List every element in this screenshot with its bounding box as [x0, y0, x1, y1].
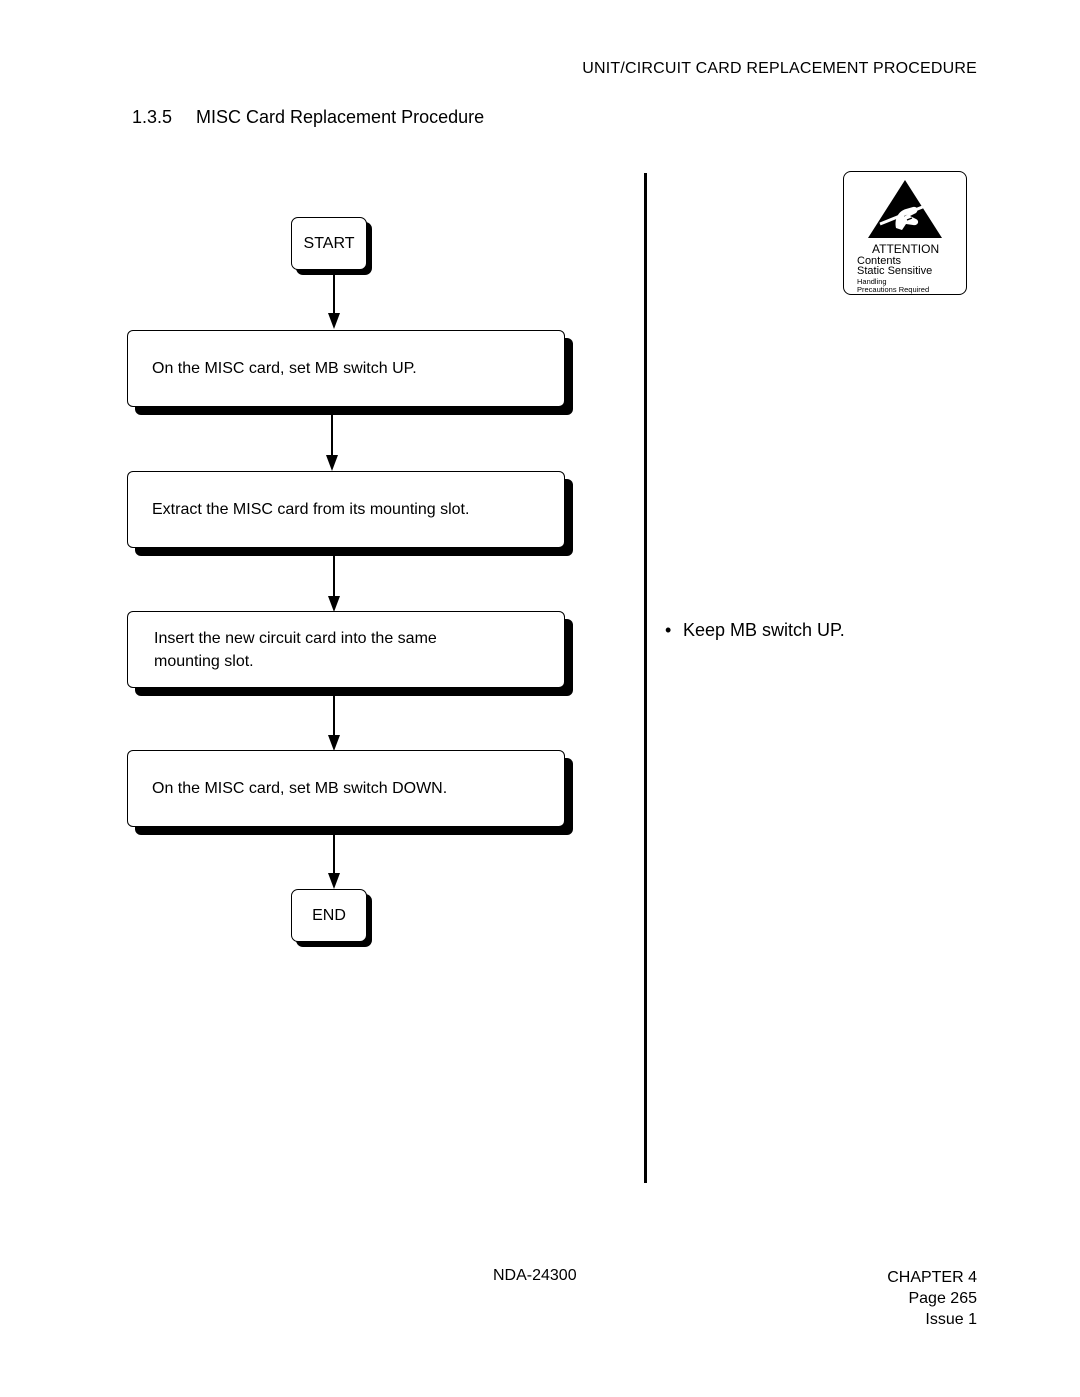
- connector-line: [331, 415, 333, 455]
- step-box-4: On the MISC card, set MB switch DOWN.: [127, 750, 565, 827]
- step-box-3: Insert the new circuit card into the sam…: [127, 611, 565, 688]
- attention-title: ATTENTION: [872, 242, 940, 256]
- step-box-1: On the MISC card, set MB switch UP.: [127, 330, 565, 407]
- step-text: Insert the new circuit card into the sam…: [154, 629, 437, 670]
- attention-line-1: Contents: [857, 255, 902, 267]
- arrow-down-icon: [328, 313, 340, 329]
- esd-warning-icon: [868, 180, 942, 238]
- arrow-down-icon: [326, 455, 338, 471]
- arrow-down-icon: [328, 596, 340, 612]
- section-number: 1.3.5: [132, 107, 173, 127]
- attention-line-4: Precautions Required: [857, 285, 930, 294]
- note-text: Keep MB switch UP.: [683, 620, 845, 640]
- attention-label: ATTENTION Contents Static Sensitive Hand…: [843, 171, 967, 295]
- bullet-icon: •: [665, 620, 672, 640]
- arrow-down-icon: [328, 873, 340, 889]
- start-terminal: START: [291, 217, 367, 270]
- document-number: NDA-24300: [493, 1267, 577, 1284]
- footer-page-info: CHAPTER 4 Page 265 Issue 1: [887, 1267, 977, 1330]
- side-note: • Keep MB switch UP.: [665, 620, 845, 641]
- page-number: Page 265: [908, 1290, 977, 1307]
- chapter-label: CHAPTER 4: [887, 1269, 977, 1286]
- running-header: UNIT/CIRCUIT CARD REPLACEMENT PROCEDURE: [582, 60, 977, 77]
- connector-line: [333, 556, 335, 596]
- connector-line: [333, 696, 335, 736]
- issue-label: Issue 1: [925, 1311, 977, 1328]
- attention-line-2: Static Sensitive: [857, 265, 933, 277]
- connector-line: [333, 835, 335, 875]
- attention-line-3: Handling: [857, 277, 887, 286]
- connector-line: [333, 275, 335, 315]
- end-terminal: END: [291, 889, 367, 942]
- column-divider: [644, 173, 647, 1183]
- section-title: MISC Card Replacement Procedure: [196, 107, 485, 127]
- arrow-down-icon: [328, 735, 340, 751]
- step-box-2: Extract the MISC card from its mounting …: [127, 471, 565, 548]
- section-heading: 1.3.5 MISC Card Replacement Procedure: [132, 107, 484, 128]
